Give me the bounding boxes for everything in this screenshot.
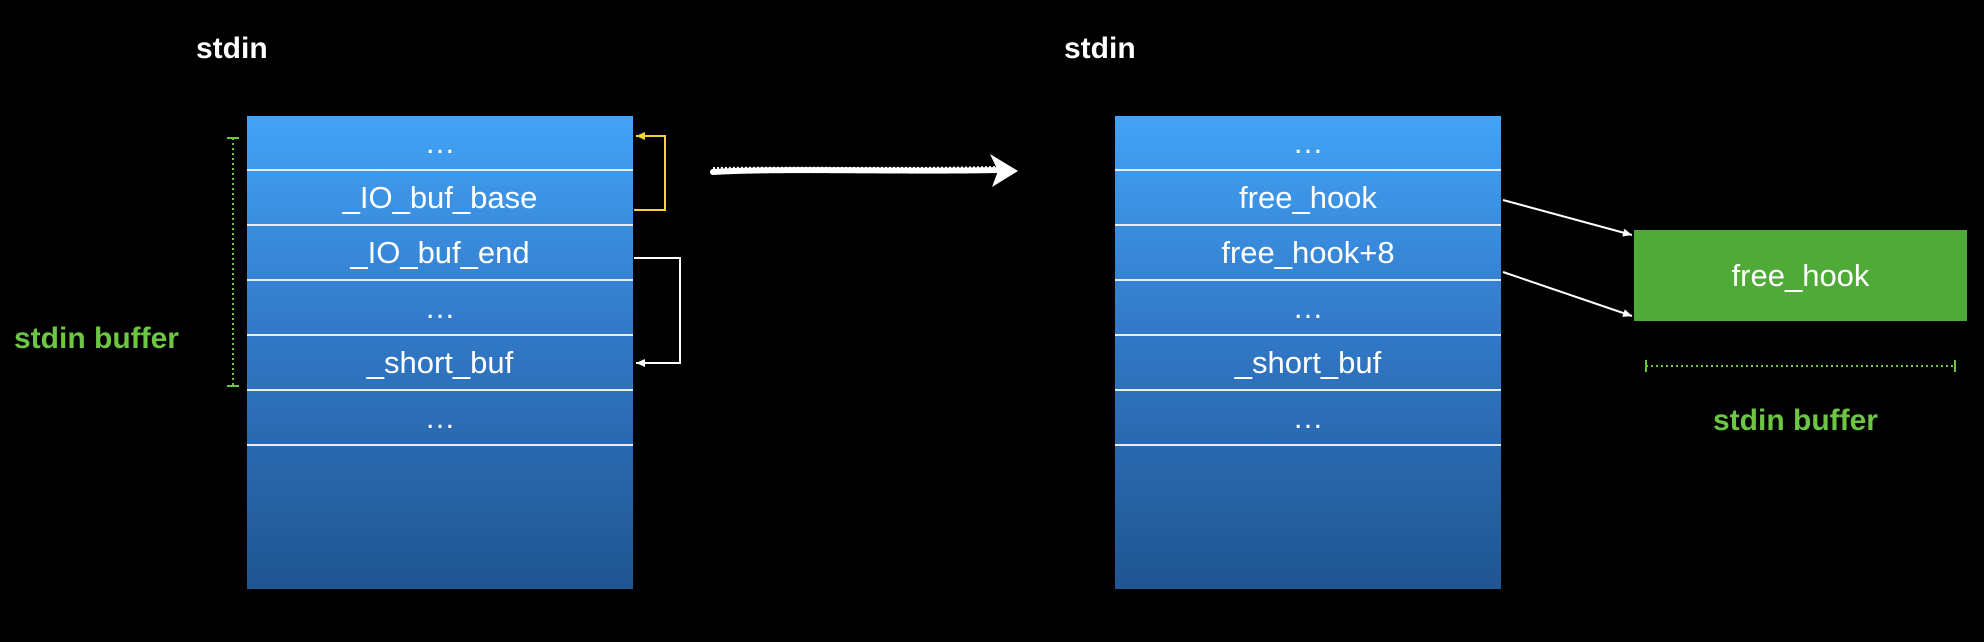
left-row-0: …: [247, 116, 633, 171]
left-buffer-bracket: [227, 137, 239, 387]
right-row-5: …: [1115, 391, 1501, 446]
left-stdin-buffer-label: stdin buffer: [14, 322, 179, 355]
right-struct-title: stdin: [1064, 32, 1136, 65]
right-row-3: …: [1115, 281, 1501, 336]
transition-arrow: [710, 154, 1018, 187]
left-row-3: …: [247, 281, 633, 336]
free-hook-8-arrow: [1502, 271, 1633, 317]
right-stdin-buffer-label: stdin buffer: [1713, 404, 1878, 437]
white-buf-end-arrow: [634, 257, 681, 367]
right-buffer-bracket: [1645, 360, 1956, 372]
free-hook-arrow: [1502, 199, 1633, 237]
right-row-free-hook-8: free_hook+8: [1115, 226, 1501, 281]
right-row-0: …: [1115, 116, 1501, 171]
right-stdin-struct: … free_hook free_hook+8 … _short_buf …: [1115, 116, 1501, 589]
right-row-free-hook: free_hook: [1115, 171, 1501, 226]
left-stdin-struct: … _IO_buf_base _IO_buf_end … _short_buf …: [247, 116, 633, 589]
left-row-short-buf: _short_buf: [247, 336, 633, 391]
free-hook-box: free_hook: [1634, 230, 1967, 321]
right-row-short-buf: _short_buf: [1115, 336, 1501, 391]
left-row-io-buf-end: _IO_buf_end: [247, 226, 633, 281]
left-row-5: …: [247, 391, 633, 446]
left-struct-title: stdin: [196, 32, 268, 65]
left-row-io-buf-base: _IO_buf_base: [247, 171, 633, 226]
yellow-buf-base-arrow: [634, 132, 666, 211]
